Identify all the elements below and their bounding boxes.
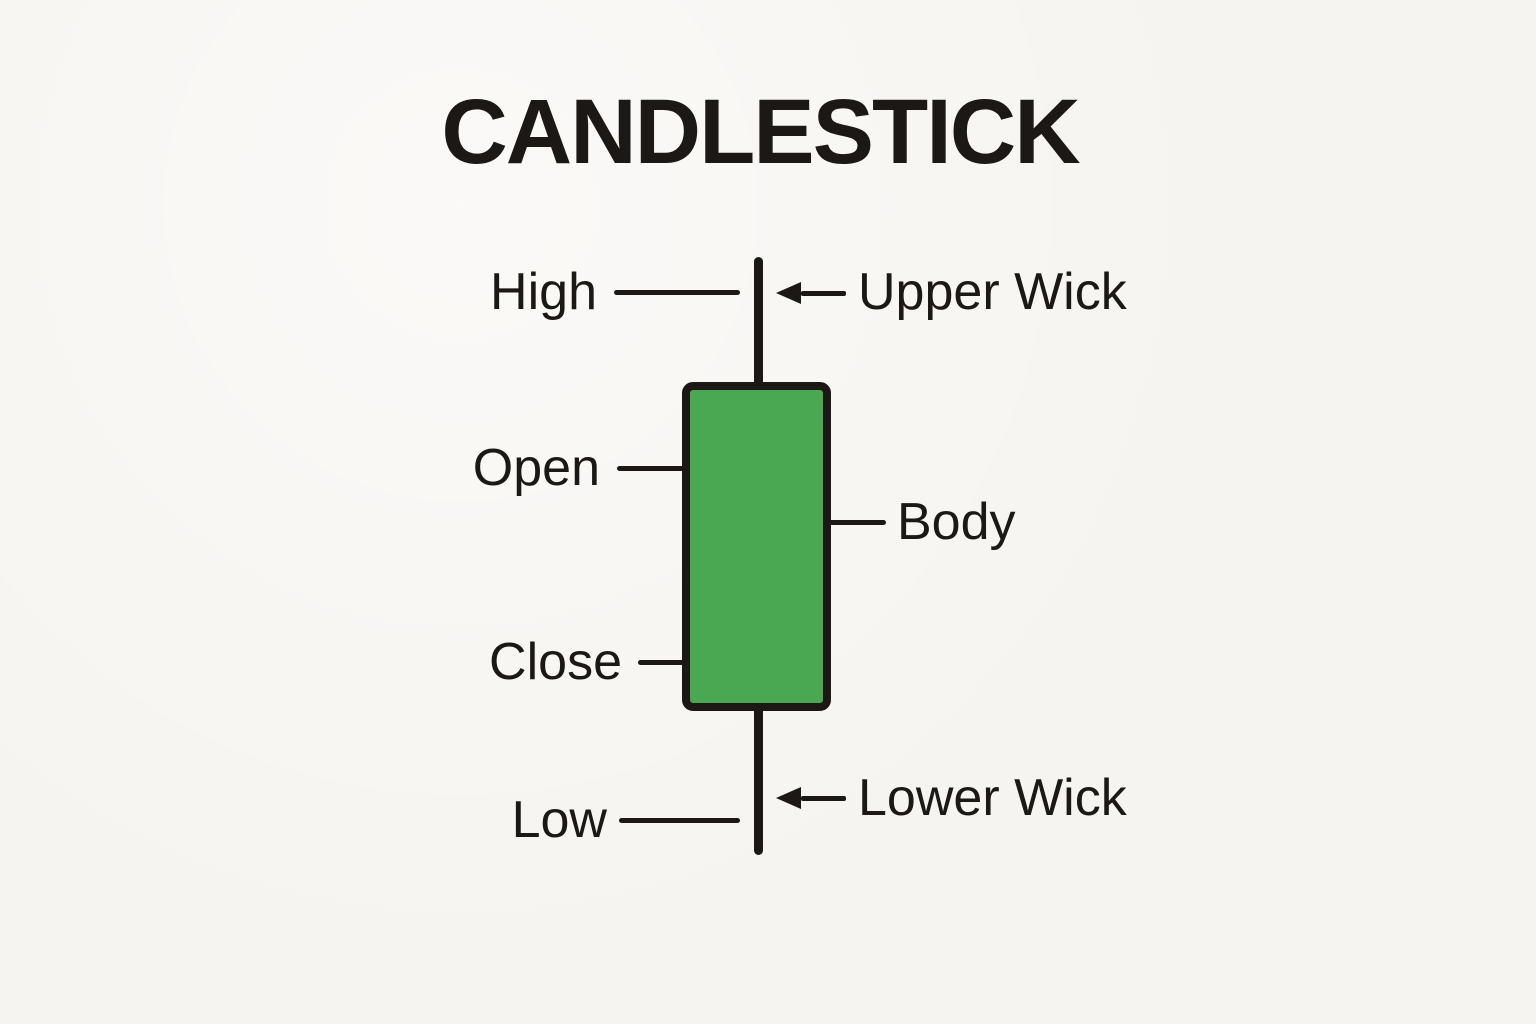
label-open: Open — [472, 439, 600, 497]
high-connector-line — [614, 290, 740, 295]
label-high: High — [490, 263, 597, 321]
label-body: Body — [897, 493, 1016, 551]
arrow-shaft — [801, 795, 846, 801]
diagram-title: CANDLESTICK — [441, 81, 1080, 183]
close-connector-line — [638, 660, 684, 665]
arrow-left-icon — [776, 282, 801, 304]
label-upper-wick: Upper Wick — [858, 263, 1127, 321]
low-connector-line — [619, 818, 740, 823]
lower-wick-line — [754, 706, 763, 855]
open-connector-line — [617, 466, 684, 471]
arrow-left-icon — [776, 787, 801, 809]
upper-wick-arrow — [776, 282, 846, 304]
label-lower-wick: Lower Wick — [858, 769, 1127, 827]
lower-wick-arrow — [776, 787, 846, 809]
label-low: Low — [511, 791, 607, 849]
candle-body-rect — [682, 382, 831, 711]
upper-wick-line — [754, 257, 763, 387]
arrow-shaft — [801, 290, 846, 296]
body-connector-line — [828, 520, 886, 525]
label-close: Close — [489, 633, 622, 691]
